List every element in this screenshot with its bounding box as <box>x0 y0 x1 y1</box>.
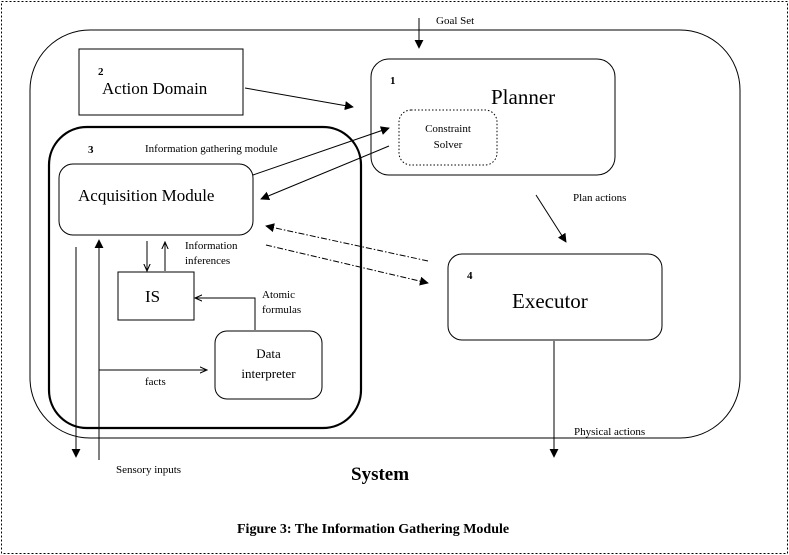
plan-actions-label: Plan actions <box>573 192 627 204</box>
solver-to-acquisition-arrow <box>260 145 390 201</box>
executor-label: Executor <box>512 289 588 313</box>
interpreter-to-is-arrow <box>195 298 256 330</box>
acquisition-to-solver-arrow <box>252 126 390 176</box>
executor-to-acquisition-arrow <box>265 223 429 262</box>
is-box <box>117 271 195 321</box>
figure-caption: Figure 3: The Information Gathering Modu… <box>237 522 510 537</box>
info-gathering-module-box <box>47 125 363 430</box>
acquisition-to-executor-arrow <box>265 244 429 286</box>
sensory-inputs-label: Sensory inputs <box>116 464 182 476</box>
system-label: System <box>351 464 410 485</box>
info-module-label: Information gathering module <box>145 143 278 155</box>
atomic-label: Atomic <box>262 289 295 301</box>
physical-actions-label: Physical actions <box>574 426 646 438</box>
action-domain-to-planner-arrow <box>244 87 354 111</box>
constraint-solver-line1: Constraint <box>425 123 471 135</box>
planner-box <box>370 58 616 176</box>
data-interpreter-box <box>214 330 323 400</box>
acquisition-module-label: Acquisition Module <box>78 186 215 205</box>
planner-label: Planner <box>491 85 556 109</box>
inferences-label: inferences <box>185 255 231 267</box>
data-interpreter-line1: Data <box>256 346 281 361</box>
action-domain-box <box>78 48 244 116</box>
executor-box <box>447 253 663 341</box>
planner-number: 1 <box>390 75 396 87</box>
executor-number: 4 <box>467 270 473 282</box>
action-domain-label: Action Domain <box>102 79 208 98</box>
data-interpreter-line2: interpreter <box>241 366 296 381</box>
information-label: Information <box>185 240 238 252</box>
goal-set-label: Goal Set <box>436 15 475 27</box>
is-label: IS <box>145 287 161 306</box>
action-domain-number: 2 <box>98 66 104 78</box>
acquisition-module-box <box>58 163 254 236</box>
formulas-label: formulas <box>262 304 302 316</box>
system-boundary <box>29 29 741 439</box>
constraint-solver-box <box>398 109 498 166</box>
info-module-number: 3 <box>88 144 94 156</box>
facts-label: facts <box>145 376 166 388</box>
plan-actions-arrow <box>535 194 567 243</box>
constraint-solver-line2: Solver <box>433 139 463 151</box>
